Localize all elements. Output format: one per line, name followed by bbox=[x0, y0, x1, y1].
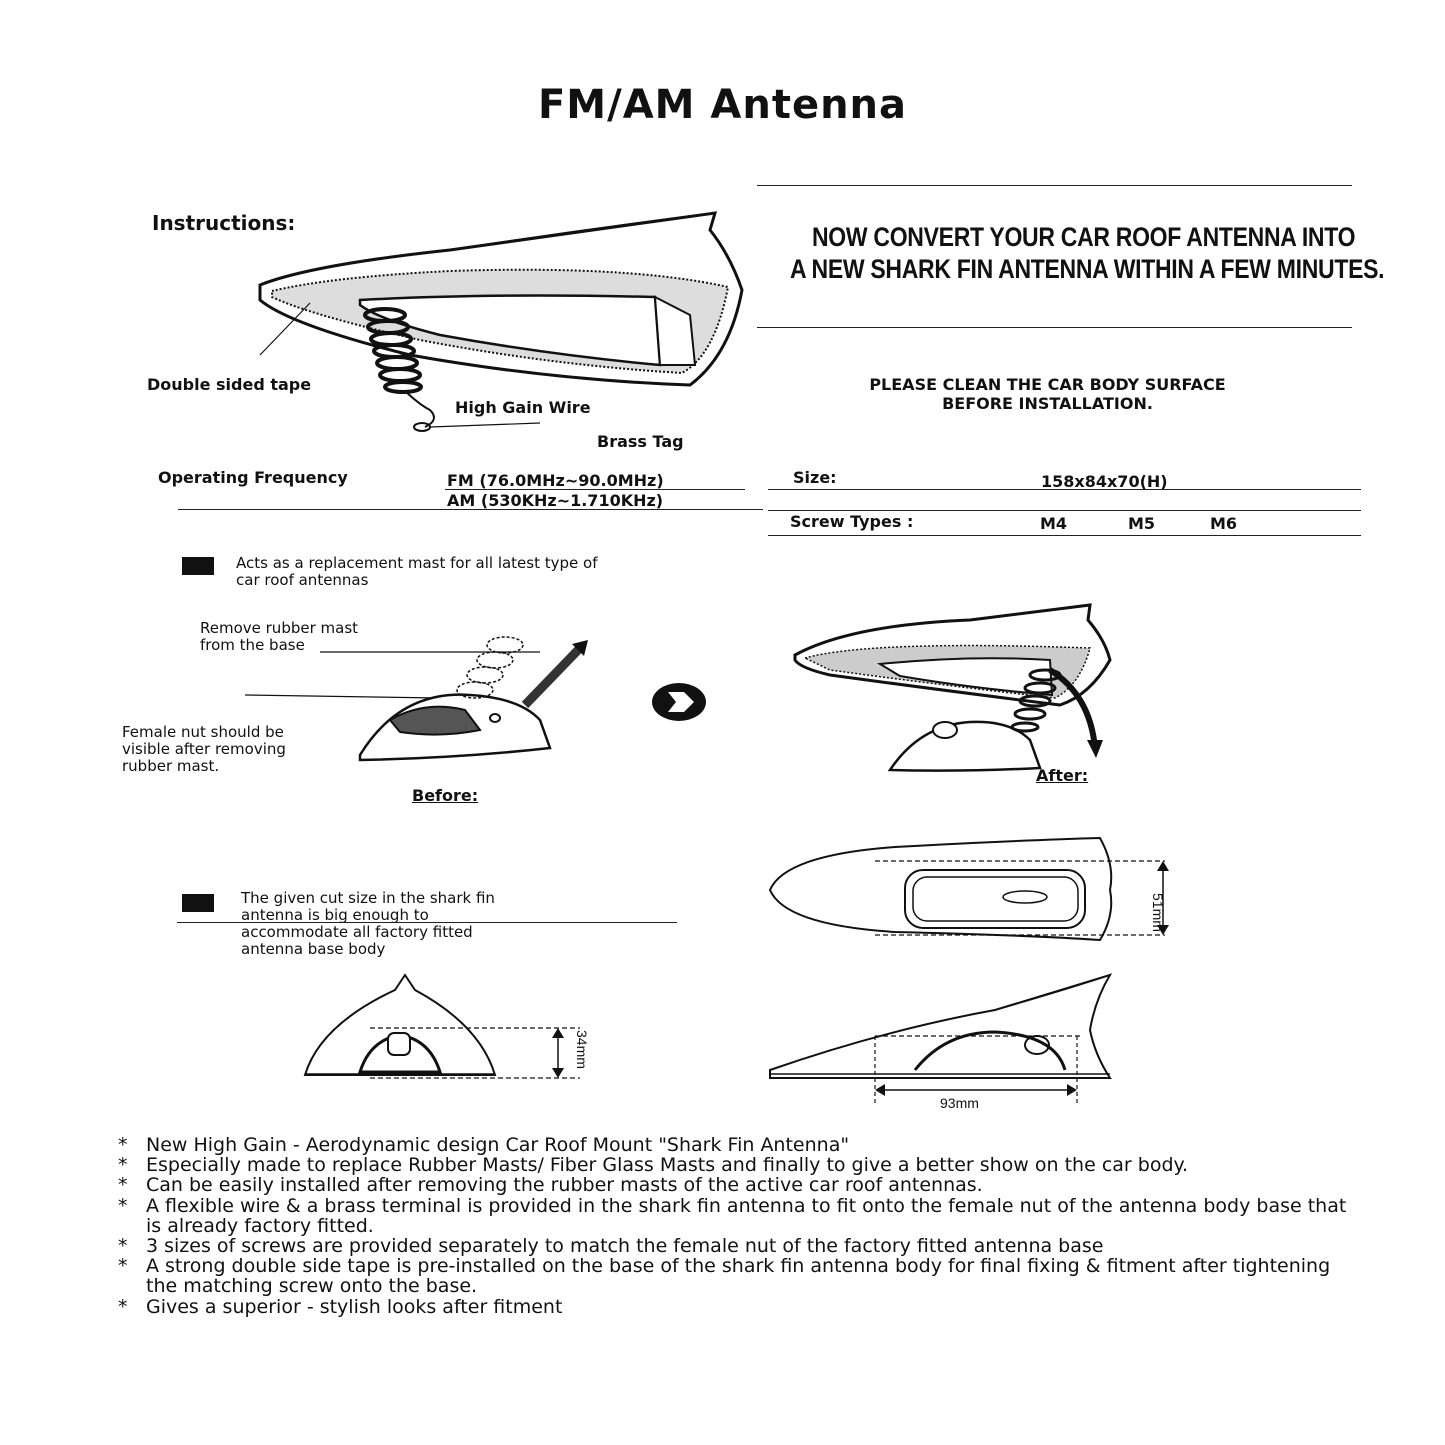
list-item: *A strong double side tape is pre-instal… bbox=[118, 1255, 1331, 1298]
cut-note-line-4: antenna base body bbox=[241, 940, 386, 958]
screw-m4: M4 bbox=[1040, 514, 1068, 533]
page-title: FM/AM Antenna bbox=[537, 82, 908, 128]
bullet-star: * bbox=[118, 1255, 128, 1278]
bullet-star: * bbox=[118, 1174, 128, 1197]
after-label: After: bbox=[1036, 766, 1089, 785]
after-illustration bbox=[793, 603, 1112, 772]
top-view-diagram bbox=[768, 836, 1169, 942]
female-nut-line-3: rubber mast. bbox=[122, 757, 220, 775]
shark-fin-main-illustration bbox=[258, 211, 744, 432]
feature-list: *New High Gain - Aerodynamic design Car … bbox=[118, 1135, 1348, 1317]
screw-types-label: Screw Types : bbox=[790, 512, 914, 531]
promo-line-1: NOW CONVERT YOUR CAR ROOF ANTENNA INTO bbox=[812, 222, 1356, 252]
right-arrow-circle-icon bbox=[652, 683, 706, 721]
cut-note-line-1: The given cut size in the shark fin bbox=[241, 889, 495, 907]
wire-callout: High Gain Wire bbox=[455, 398, 591, 417]
bullet-star: * bbox=[118, 1295, 128, 1318]
list-item: *Gives a superior - stylish looks after … bbox=[118, 1295, 563, 1318]
note-bullet-square-2 bbox=[182, 894, 214, 912]
replacement-note-line-2: car roof antennas bbox=[236, 571, 369, 589]
fm-range: FM (76.0MHz~90.0MHz) bbox=[447, 471, 664, 490]
bullet-star: * bbox=[118, 1134, 128, 1156]
note-bullet-square bbox=[182, 557, 214, 575]
list-item: *Especially made to replace Rubber Masts… bbox=[118, 1154, 1189, 1177]
am-range: AM (530KHz~1.710KHz) bbox=[447, 491, 664, 510]
cut-note-line-3: accommodate all factory fitted bbox=[241, 923, 473, 941]
replacement-note-line-1: Acts as a replacement mast for all lates… bbox=[236, 554, 598, 572]
before-label: Before: bbox=[412, 786, 479, 805]
before-base-illustration bbox=[244, 636, 588, 762]
width-dimension: 51mm bbox=[1150, 893, 1166, 932]
size-value: 158x84x70(H) bbox=[1041, 472, 1168, 491]
clean-notice-line-2: BEFORE INSTALLATION. bbox=[942, 394, 1153, 413]
female-nut-line-1: Female nut should be bbox=[122, 723, 284, 741]
height-dimension: 34mm bbox=[574, 1030, 590, 1069]
list-item: *3 sizes of screws are provided separate… bbox=[118, 1235, 1104, 1258]
bullet-star: * bbox=[118, 1154, 128, 1177]
instructions-heading: Instructions: bbox=[152, 211, 296, 235]
cut-note-line-2: antenna is big enough to bbox=[241, 906, 429, 924]
list-item: *A flexible wire & a brass terminal is p… bbox=[118, 1194, 1347, 1237]
list-item: *New High Gain - Aerodynamic design Car … bbox=[118, 1134, 850, 1156]
front-view-diagram bbox=[303, 973, 580, 1079]
bullet-star: * bbox=[118, 1194, 128, 1217]
frequency-label: Operating Frequency bbox=[158, 468, 348, 487]
female-nut-line-2: visible after removing bbox=[122, 740, 286, 758]
tag-callout: Brass Tag bbox=[597, 432, 684, 451]
screw-m5: M5 bbox=[1128, 514, 1156, 533]
bullet-star: * bbox=[118, 1235, 128, 1258]
remove-mast-line-2: from the base bbox=[200, 636, 305, 654]
length-dimension: 93mm bbox=[940, 1095, 979, 1111]
clean-notice-line-1: PLEASE CLEAN THE CAR BODY SURFACE bbox=[869, 375, 1226, 394]
remove-mast-line-1: Remove rubber mast bbox=[200, 619, 359, 637]
tape-callout: Double sided tape bbox=[147, 375, 312, 394]
promo-line-2: A NEW SHARK FIN ANTENNA WITHIN A FEW MIN… bbox=[790, 254, 1385, 284]
screw-m6: M6 bbox=[1210, 514, 1238, 533]
list-item: *Can be easily installed after removing … bbox=[118, 1174, 983, 1197]
side-view-diagram bbox=[769, 973, 1113, 1105]
size-label: Size: bbox=[793, 468, 837, 487]
